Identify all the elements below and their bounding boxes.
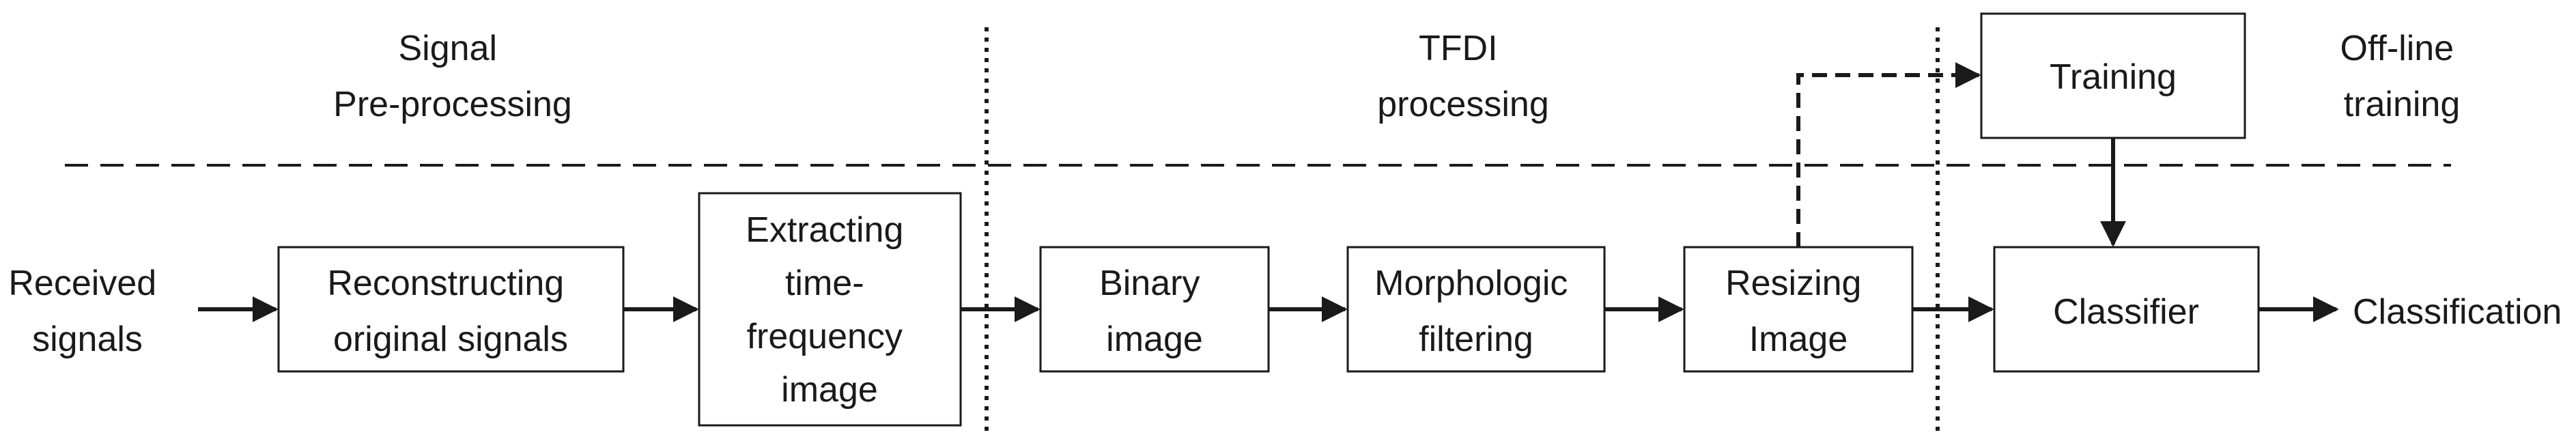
- svg-text:Resizing Image: Resizing Image: [1725, 264, 1871, 359]
- section-label-offline: Off-line training: [2340, 29, 2463, 124]
- box-morph: Morphologic filtering: [1346, 246, 1606, 373]
- output-label: Classification: [2353, 292, 2562, 332]
- dashed-arrow-resize-to-training: [1796, 62, 1981, 247]
- svg-text:Morphologic filtering: Morphologic filtering: [1374, 264, 1578, 359]
- box-classifier: Classifier: [1993, 246, 2260, 373]
- svg-text:Classifier: Classifier: [2053, 292, 2199, 332]
- svg-text:Reconstructing original: Reconstructing original signals: [327, 264, 574, 359]
- svg-text:Extracting time- f: Extracting time- frequency image: [746, 210, 914, 410]
- section-label-tfdi: TFDI processing: [1377, 29, 1548, 124]
- input-label: Received signals: [8, 264, 166, 359]
- box-training: Training: [1980, 12, 2246, 139]
- section-label-preprocessing: Signal Pre-processing: [333, 29, 572, 124]
- box-extract: Extracting time- frequency image: [698, 192, 962, 427]
- box-resize: Resizing Image: [1683, 246, 1914, 373]
- svg-text:Binary image: Binary image: [1099, 264, 1210, 359]
- box-reconstruct: Reconstructing original signals: [277, 246, 625, 373]
- box-binary: Binary image: [1039, 246, 1270, 373]
- svg-text:Training: Training: [2050, 57, 2177, 97]
